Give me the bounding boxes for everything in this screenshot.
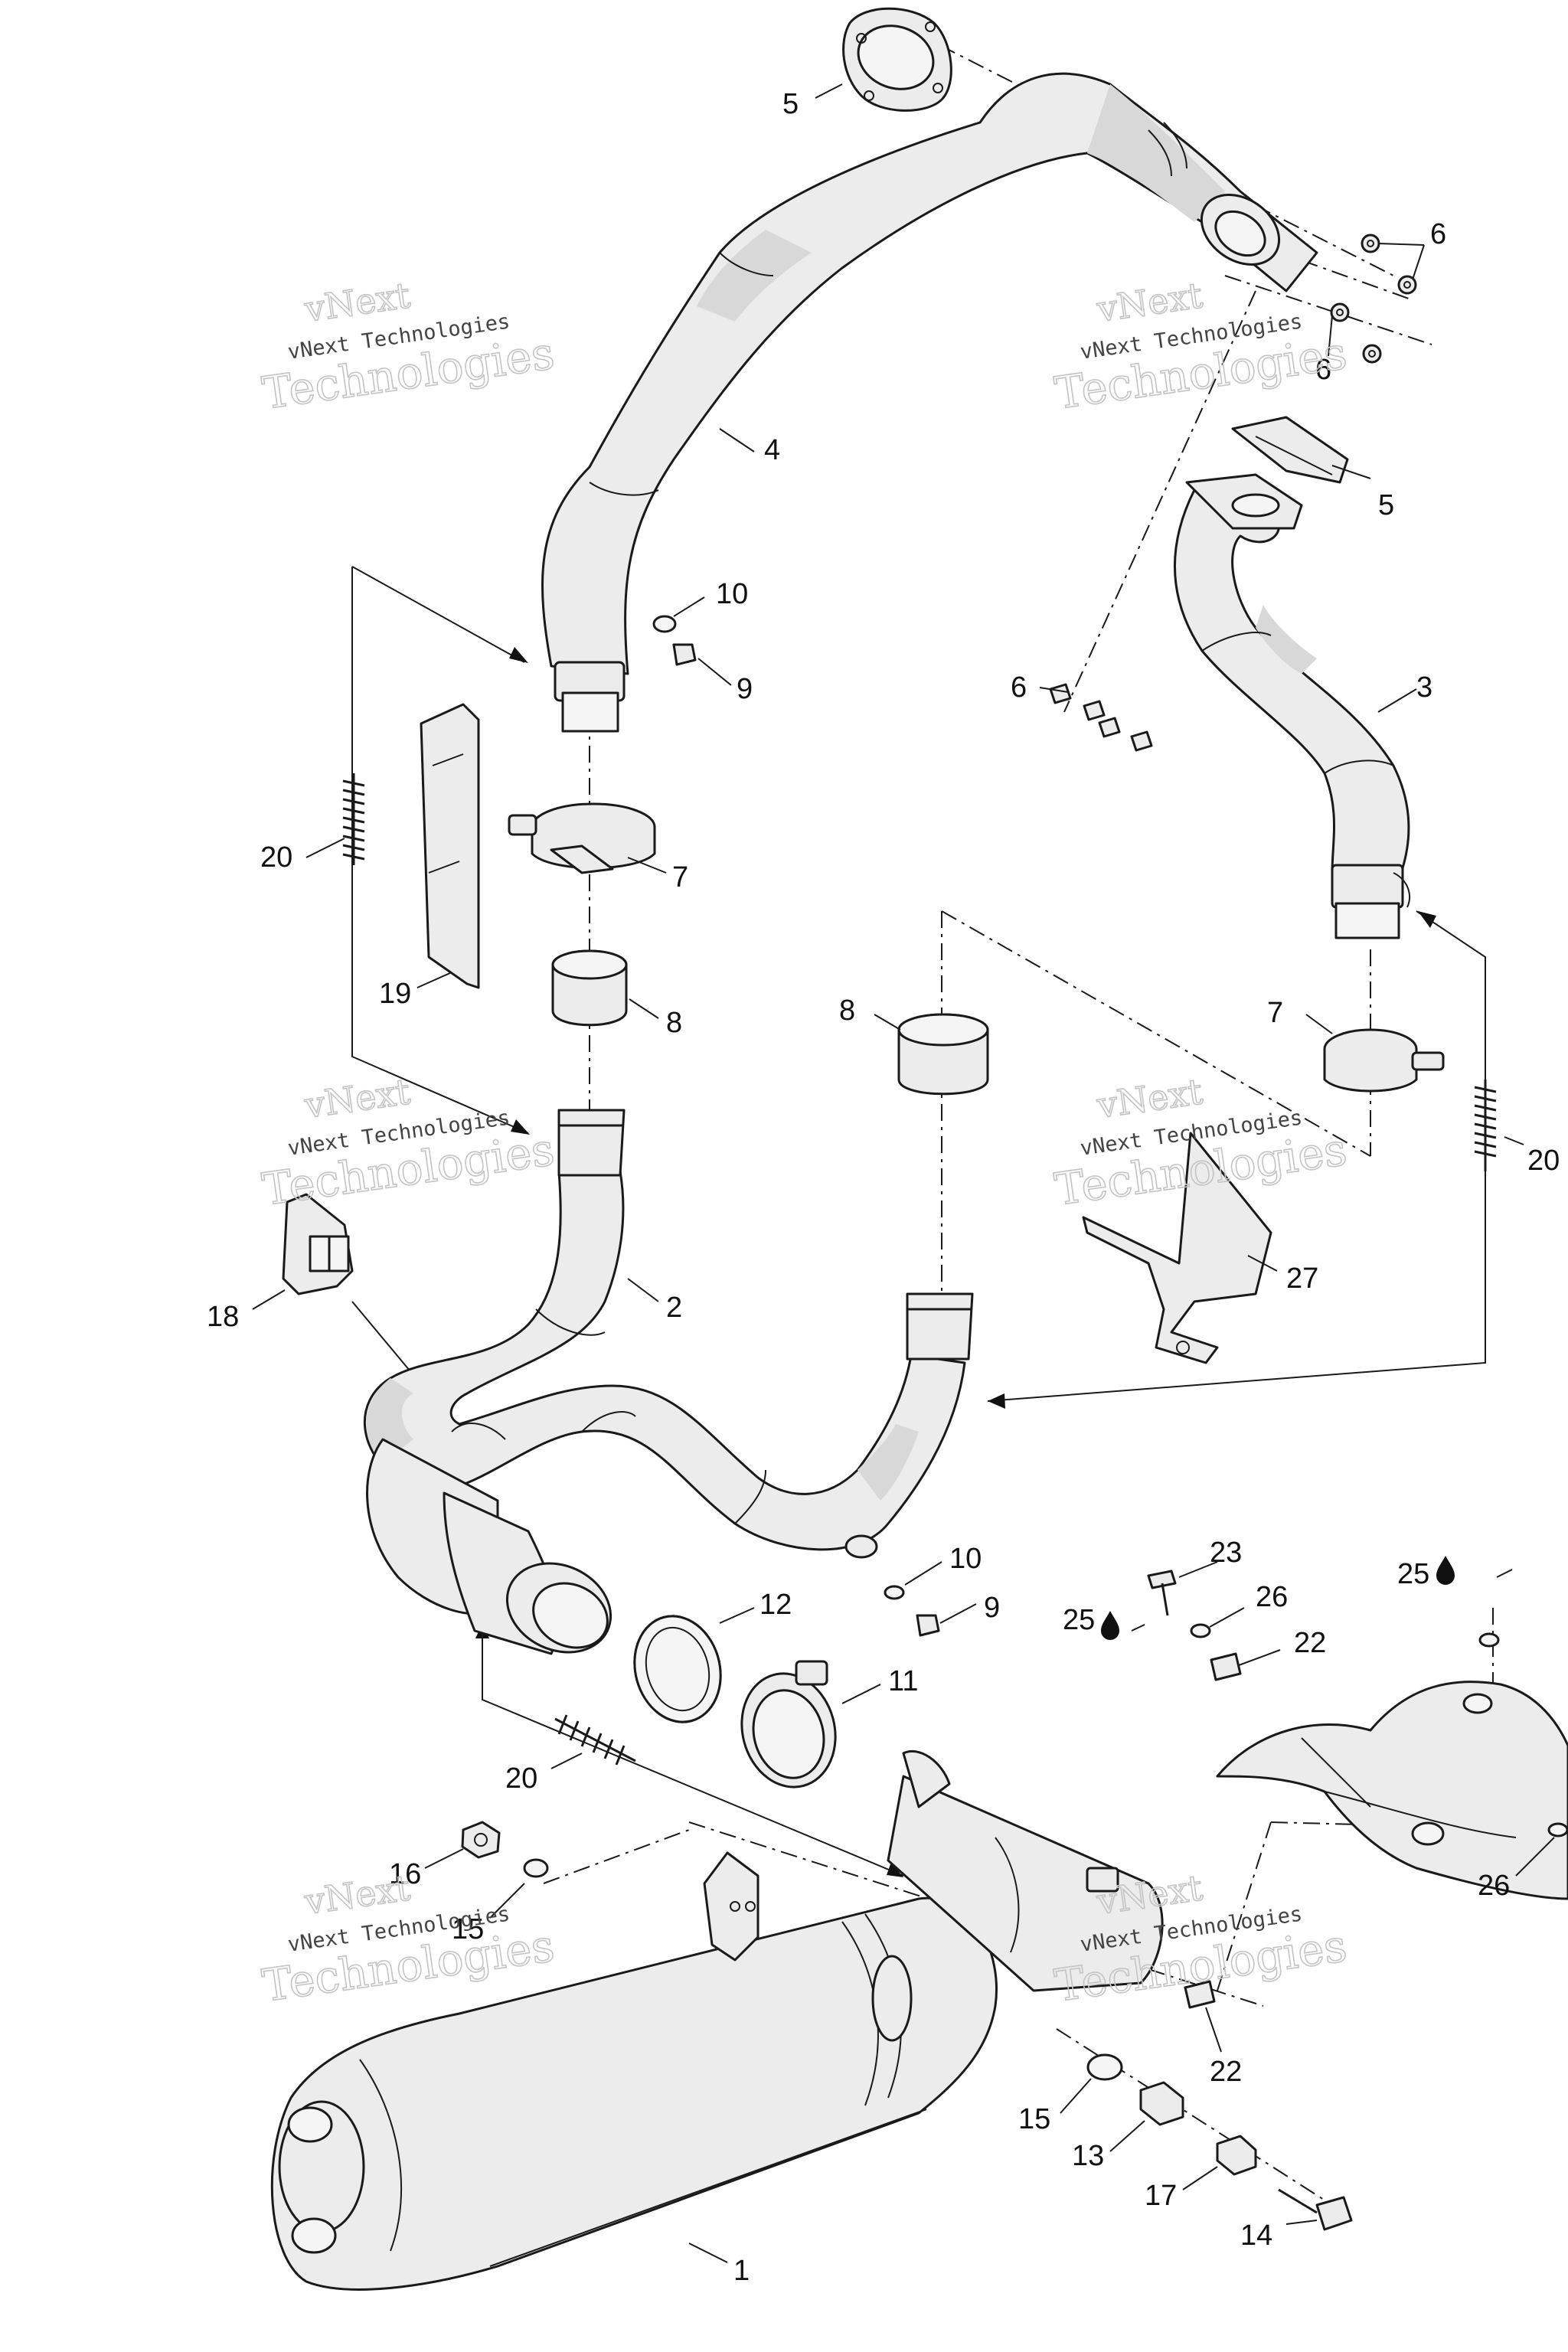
callout-6-mid: 6	[1011, 671, 1027, 704]
callout-25-right: 25	[1397, 1558, 1429, 1590]
callout-26-right: 26	[1478, 1870, 1510, 1902]
callout-27: 27	[1286, 1263, 1318, 1295]
callout-5-right: 5	[1378, 489, 1394, 521]
spring-20-bottom	[554, 1714, 636, 1766]
callout-14: 14	[1240, 2220, 1272, 2252]
washer-15-right	[1086, 2053, 1123, 2081]
callout-4: 4	[764, 434, 780, 466]
callout-6-right: 6	[1315, 354, 1331, 386]
callout-20-bottom: 20	[505, 1762, 537, 1795]
spring-20-left	[342, 773, 365, 865]
callout-10-upper: 10	[716, 578, 748, 610]
callout-22-upper: 22	[1294, 1627, 1326, 1659]
callout-25-left: 25	[1063, 1604, 1095, 1636]
mid-pipe	[887, 1749, 1164, 1992]
clamp-7-left	[508, 802, 656, 874]
callout-leaders	[252, 83, 1555, 2263]
nuts-6	[1330, 234, 1417, 364]
callout-20-right: 20	[1527, 1145, 1560, 1177]
gasket-5-top	[842, 7, 952, 112]
svg-text:vNext: vNext	[302, 274, 413, 330]
watermark-2: vNext vNext Technologies Technologies	[1051, 274, 1351, 420]
callout-8-right: 8	[839, 995, 855, 1027]
callout-23: 23	[1210, 1537, 1242, 1569]
nuts-6-mid	[1049, 683, 1153, 752]
washer-26-upper	[1190, 1623, 1211, 1638]
sleeve-8-right	[897, 1013, 989, 1096]
bolt-14	[1278, 2188, 1353, 2231]
clamp-7-right	[1323, 1028, 1445, 1093]
watermark-1: vNext vNext Technologies Technologies	[259, 274, 558, 420]
head-pipe-3	[1174, 473, 1410, 939]
callout-3: 3	[1416, 671, 1432, 704]
threadlocker-drop-icon-right	[1436, 1556, 1455, 1585]
washer-10-upper	[652, 615, 677, 633]
callout-11: 11	[888, 1665, 918, 1697]
bolt-9-upper	[672, 643, 697, 666]
bushing-13	[1139, 2081, 1184, 2126]
callout-15-left: 15	[452, 1913, 484, 1945]
callout-16: 16	[389, 1858, 421, 1890]
threadlocker-drop-icon	[1101, 1611, 1119, 1640]
callout-9-lower: 9	[984, 1592, 1000, 1624]
callout-7-right: 7	[1267, 997, 1283, 1029]
watermark-3: vNext vNext Technologies Technologies	[259, 1070, 558, 1217]
spring-20-right	[1474, 1080, 1497, 1171]
callout-17: 17	[1145, 2180, 1177, 2212]
callout-26-upper: 26	[1256, 1581, 1288, 1613]
callout-22-lower: 22	[1210, 2056, 1242, 2088]
svg-text:vNext: vNext	[1094, 274, 1206, 330]
callout-9-upper: 9	[737, 673, 753, 705]
head-pipe-4	[541, 72, 1318, 733]
callout-2: 2	[666, 1292, 682, 1324]
svg-text:vNext: vNext	[302, 1070, 413, 1126]
y-pipe-2	[363, 1109, 974, 1655]
callout-20-left: 20	[260, 841, 292, 874]
washer-26-right	[1478, 1632, 1568, 1838]
heat-shield-right	[1216, 1681, 1568, 1900]
gasket-5-right	[1231, 416, 1349, 484]
callout-7-left: 7	[672, 861, 688, 893]
bracket-27	[1082, 1132, 1272, 1364]
spacer-17	[1216, 2135, 1257, 2176]
callout-19: 19	[379, 978, 411, 1010]
callout-6-top: 6	[1430, 218, 1446, 250]
sleeve-12	[633, 1614, 722, 1723]
callout-5-top: 5	[782, 88, 799, 120]
callout-15-right: 15	[1018, 2103, 1050, 2135]
assembly-arrows	[351, 566, 1486, 1877]
sleeve-8-left	[551, 949, 628, 1027]
muffler-1	[270, 1851, 998, 2291]
callout-13: 13	[1072, 2140, 1104, 2172]
callout-labels: 5 6 6 5 4 10 9 3 6 7 20 19 8 8 7 20 2 18…	[207, 88, 1560, 2287]
watermark-5: vNext vNext Technologies Technologies	[259, 1867, 558, 2013]
nut-16	[461, 1821, 501, 1859]
clamp-11	[740, 1660, 837, 1788]
callout-18: 18	[207, 1301, 239, 1333]
washer-10-lower	[884, 1585, 905, 1600]
rubber-mount-18	[282, 1193, 354, 1295]
nut-22-upper	[1210, 1652, 1242, 1681]
bolt-9-lower	[916, 1614, 940, 1637]
bolt-23	[1147, 1570, 1177, 1616]
watermark-4: vNext vNext Technologies Technologies	[1051, 1070, 1351, 1217]
callout-12: 12	[760, 1589, 792, 1621]
callout-1: 1	[733, 2255, 750, 2287]
svg-text:vNext: vNext	[302, 1867, 413, 1922]
nut-22-lower	[1184, 1980, 1216, 2009]
washer-15-left	[523, 1858, 549, 1878]
heat-shield-19	[420, 703, 480, 989]
svg-text:vNext: vNext	[1094, 1070, 1206, 1126]
callout-8-left: 8	[666, 1007, 682, 1039]
callout-10-lower: 10	[949, 1543, 982, 1575]
